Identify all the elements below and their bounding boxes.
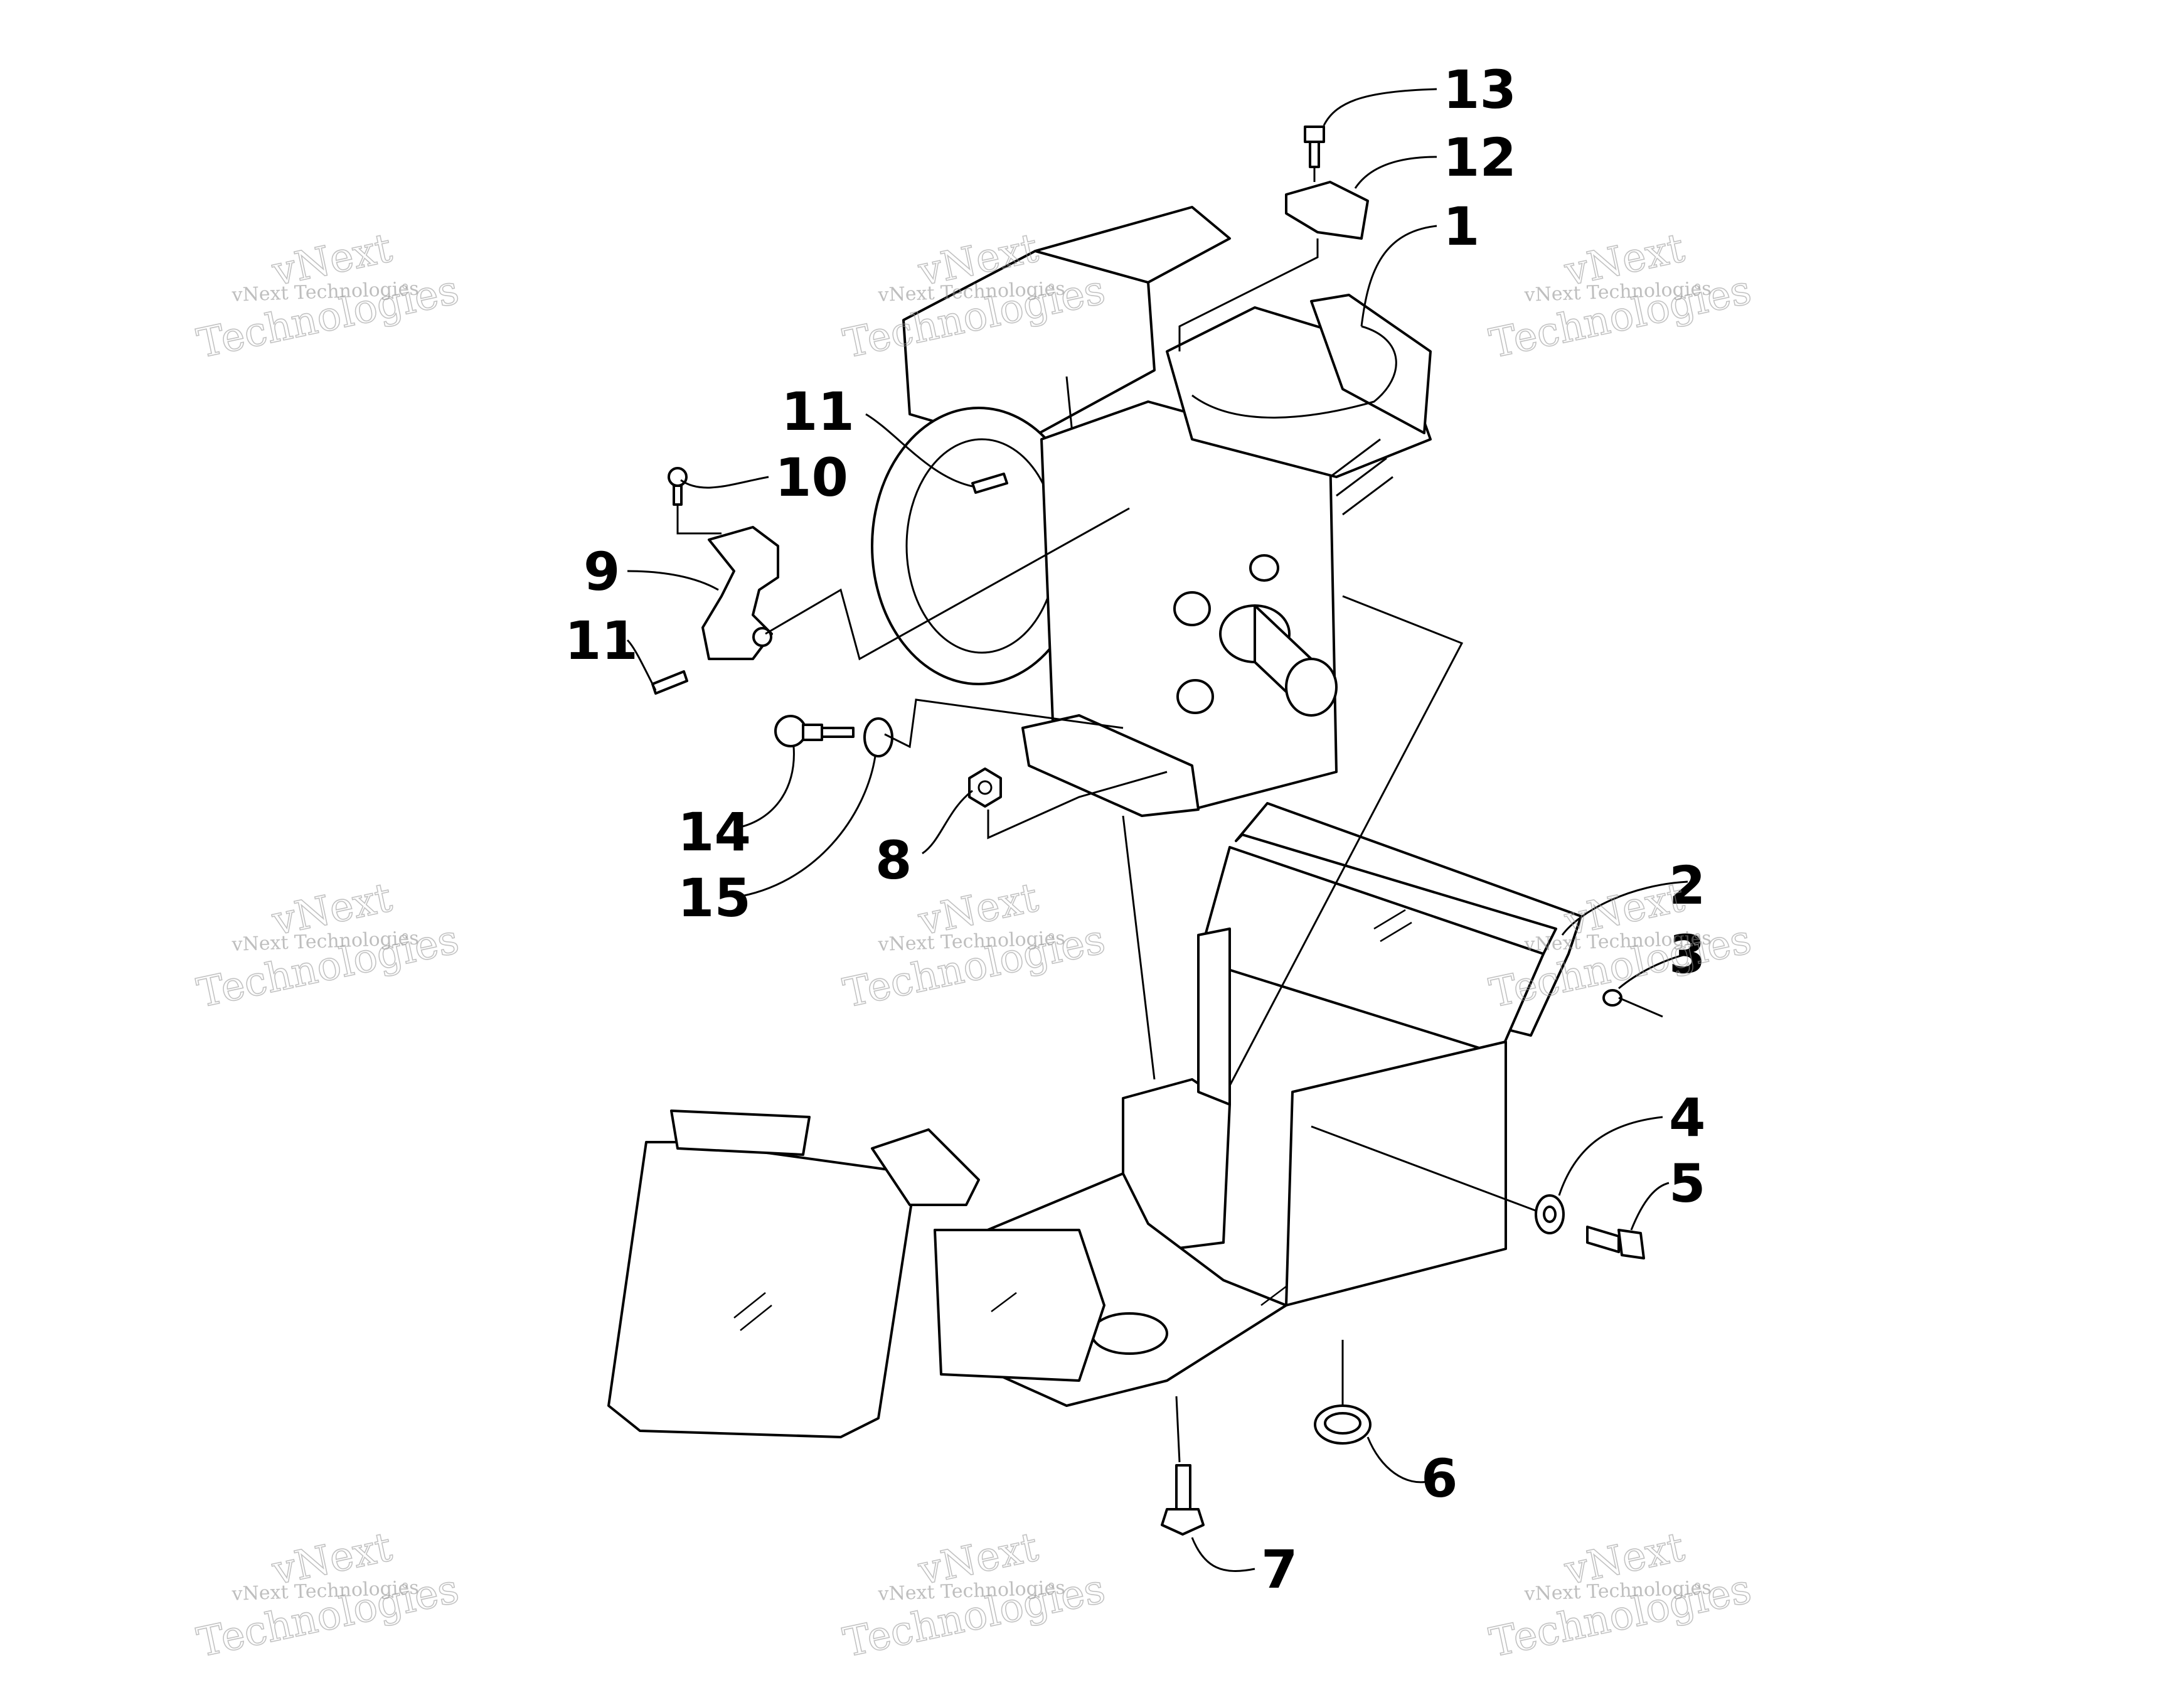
- screw-10: [668, 467, 688, 506]
- clip-12: [1285, 181, 1369, 240]
- grommet-6: [1314, 1404, 1372, 1445]
- callout-14: 14: [678, 801, 751, 863]
- callout-5: 5: [1669, 1153, 1705, 1214]
- callout-3: 3: [1669, 924, 1705, 985]
- callout-15: 15: [678, 867, 751, 929]
- drain-plug-14: [774, 715, 855, 747]
- engine-mount-pan: [607, 802, 1582, 1438]
- callout-leaders: [626, 88, 1688, 1572]
- bolt-5: [1586, 1226, 1645, 1259]
- bolt-13: [1304, 126, 1325, 168]
- o-ring-15: [863, 717, 893, 757]
- callout-2: 2: [1669, 855, 1705, 916]
- screw-11-top: [971, 473, 1008, 494]
- bolt-7: [1161, 1464, 1205, 1536]
- callout-8: 8: [875, 830, 912, 891]
- callout-9: 9: [583, 541, 620, 602]
- assembly-lines: [676, 167, 1538, 1463]
- pin-3: [1602, 989, 1663, 1018]
- washer-4: [1535, 1194, 1565, 1234]
- callout-10: 10: [775, 447, 848, 508]
- callout-11-top: 11: [781, 381, 855, 442]
- callout-4: 4: [1669, 1087, 1705, 1148]
- nut-8: [968, 767, 1002, 808]
- callout-6: 6: [1421, 1448, 1457, 1509]
- callouts: 13 12 1 2 3 4 5 6 7 8 9 10 11 11 14 15: [565, 59, 1705, 1600]
- callout-1: 1: [1443, 196, 1479, 257]
- callout-11-left: 11: [565, 610, 638, 671]
- engine-assembly: [871, 206, 1432, 817]
- screw-11-left: [651, 670, 688, 695]
- callout-13: 13: [1443, 59, 1516, 120]
- callout-7: 7: [1261, 1539, 1297, 1600]
- callout-12: 12: [1443, 127, 1516, 188]
- bracket-9: [701, 526, 779, 660]
